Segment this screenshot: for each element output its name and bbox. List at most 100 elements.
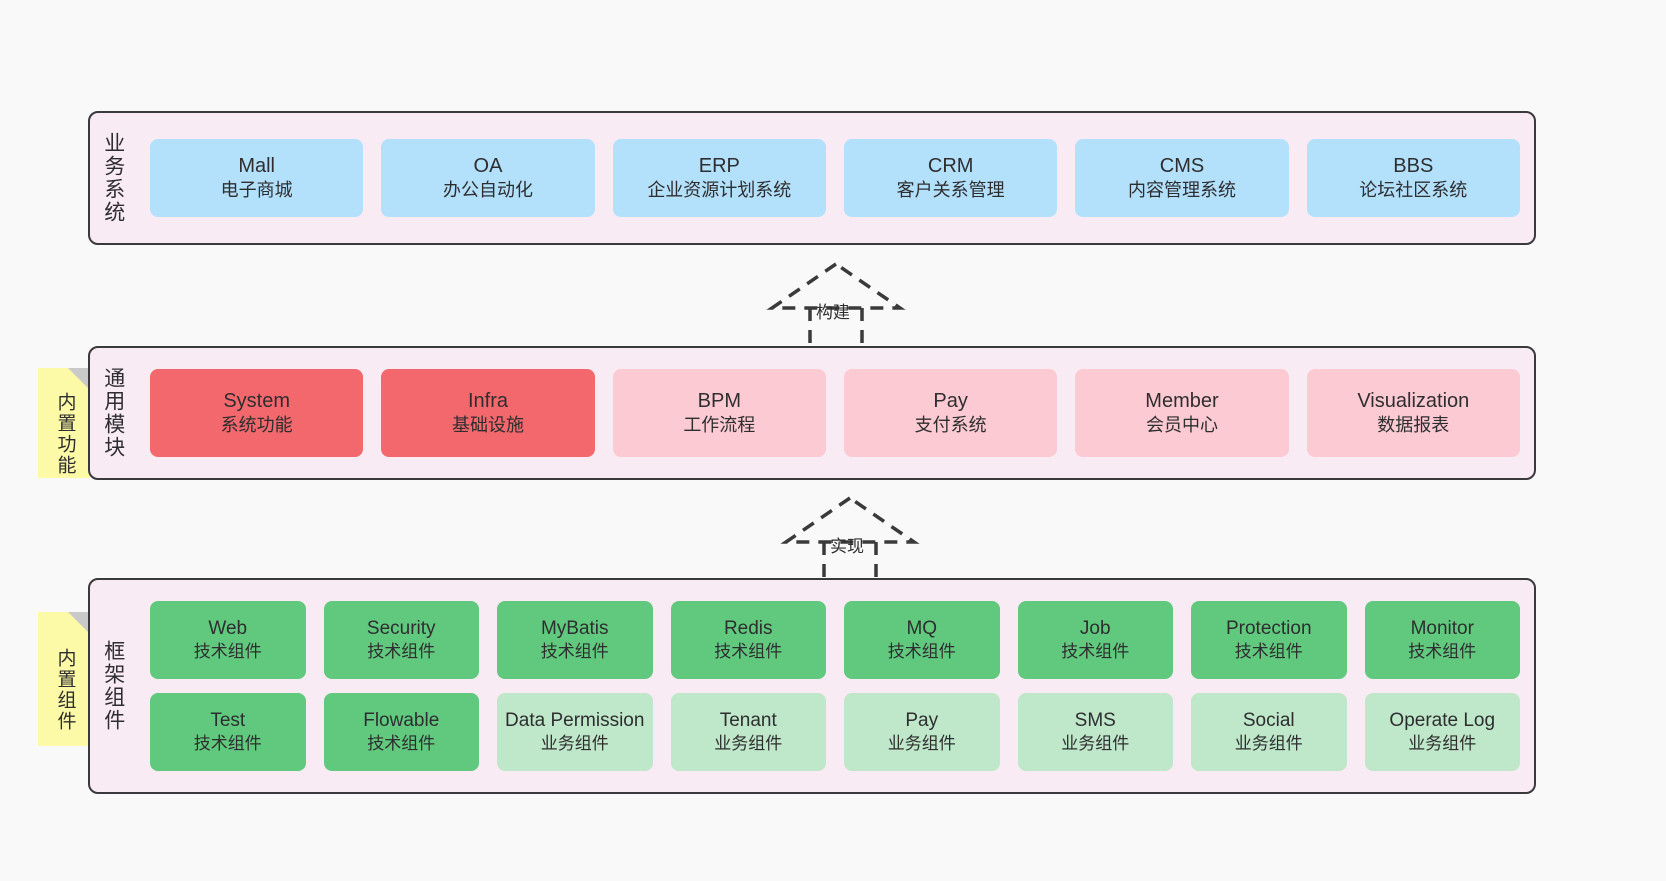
node-title: System xyxy=(223,389,290,412)
node-flowable[interactable]: Flowable 技术组件 xyxy=(323,693,479,771)
node-subtitle: 业务组件 xyxy=(540,734,609,754)
node-subtitle: 企业资源计划系统 xyxy=(647,180,792,201)
node-oa[interactable]: OA 办公自动化 xyxy=(381,139,595,217)
node-subtitle: 技术组件 xyxy=(887,642,956,662)
layer-label-business-systems: 业务系统 xyxy=(101,132,125,224)
node-title: Redis xyxy=(723,617,773,639)
node-title: Security xyxy=(366,617,436,639)
node-subtitle: 技术组件 xyxy=(1408,642,1477,662)
node-title: Job xyxy=(1079,617,1111,639)
node-infra[interactable]: Infra 基础设施 xyxy=(381,369,595,457)
node-subtitle: 支付系统 xyxy=(914,415,987,436)
node-member[interactable]: Member 会员中心 xyxy=(1075,369,1289,457)
layer-body-common-modules: System 系统功能 Infra 基础设施 BPM 工作流程 Pay 支付系统… xyxy=(136,348,1534,478)
node-title: Visualization xyxy=(1357,389,1470,412)
layer-body-framework-components: Web 技术组件 Security 技术组件 MyBatis 技术组件 Redi… xyxy=(136,580,1534,792)
node-title: Flowable xyxy=(363,709,440,731)
node-title: Mall xyxy=(238,154,275,177)
node-crm[interactable]: CRM 客户关系管理 xyxy=(843,139,1058,217)
layer-business-systems: 业务系统 Mall 电子商城 OA 办公自动化 ERP 企业资源计划系统 CRM… xyxy=(88,111,1536,245)
node-visualization[interactable]: Visualization 数据报表 xyxy=(1306,369,1520,457)
node-subtitle: 业务组件 xyxy=(887,734,956,754)
sticky-note-text: 内置功能 xyxy=(54,392,76,476)
connector-implement: 实现 xyxy=(762,492,942,584)
node-title: BBS xyxy=(1393,154,1434,177)
node-mybatis[interactable]: MyBatis 技术组件 xyxy=(497,601,653,679)
node-title: Data Permission xyxy=(505,709,645,731)
node-web[interactable]: Web 技术组件 xyxy=(150,601,306,679)
layer-body-business-systems: Mall 电子商城 OA 办公自动化 ERP 企业资源计划系统 CRM 客户关系… xyxy=(136,113,1534,243)
node-subtitle: 技术组件 xyxy=(367,734,436,754)
connector-implement-label: 实现 xyxy=(830,537,864,556)
node-title: BPM xyxy=(697,389,741,412)
node-subtitle: 电子商城 xyxy=(220,180,293,201)
node-bbs[interactable]: BBS 论坛社区系统 xyxy=(1306,139,1520,217)
node-subtitle: 数据报表 xyxy=(1377,415,1450,436)
connector-build: 构建 xyxy=(748,258,928,350)
node-test[interactable]: Test 技术组件 xyxy=(150,693,306,771)
node-subtitle: 工作流程 xyxy=(683,415,756,436)
node-title: SMS xyxy=(1074,709,1116,731)
node-protection[interactable]: Protection 技术组件 xyxy=(1191,601,1347,679)
node-title: OA xyxy=(473,154,503,177)
node-social[interactable]: Social 业务组件 xyxy=(1191,693,1347,771)
node-title: Protection xyxy=(1225,617,1312,639)
node-subtitle: 内容管理系统 xyxy=(1127,180,1236,201)
node-title: Test xyxy=(210,709,246,731)
node-subtitle: 办公自动化 xyxy=(442,180,533,201)
node-title: Social xyxy=(1242,709,1295,731)
node-redis[interactable]: Redis 技术组件 xyxy=(670,601,826,679)
framework-row-tech: Web 技术组件 Security 技术组件 MyBatis 技术组件 Redi… xyxy=(150,601,1520,679)
node-subtitle: 基础设施 xyxy=(451,415,524,436)
common-modules-row: System 系统功能 Infra 基础设施 BPM 工作流程 Pay 支付系统… xyxy=(150,369,1520,457)
node-title: Tenant xyxy=(719,709,777,731)
node-pay-component[interactable]: Pay 业务组件 xyxy=(844,693,1000,771)
node-subtitle: 业务组件 xyxy=(1408,734,1477,754)
node-mq[interactable]: MQ 技术组件 xyxy=(844,601,1000,679)
framework-row-business: Test 技术组件 Flowable 技术组件 Data Permission … xyxy=(150,693,1520,771)
node-title: Monitor xyxy=(1410,617,1474,639)
sticky-note-builtin-features: 内置功能 xyxy=(38,368,90,478)
node-cms[interactable]: CMS 内容管理系统 xyxy=(1075,139,1289,217)
node-erp[interactable]: ERP 企业资源计划系统 xyxy=(612,139,826,217)
node-pay[interactable]: Pay 支付系统 xyxy=(843,369,1058,457)
node-title: Pay xyxy=(933,389,968,412)
node-mall[interactable]: Mall 电子商城 xyxy=(150,139,364,217)
node-subtitle: 系统功能 xyxy=(220,415,293,436)
node-subtitle: 技术组件 xyxy=(367,642,436,662)
layer-label-framework-components: 框架组件 xyxy=(101,640,125,732)
layer-framework-components: 框架组件 Web 技术组件 Security 技术组件 MyBatis 技术组件… xyxy=(88,578,1536,794)
node-bpm[interactable]: BPM 工作流程 xyxy=(612,369,826,457)
layer-label-common-modules: 通用模块 xyxy=(101,367,125,459)
layer-common-modules: 通用模块 System 系统功能 Infra 基础设施 BPM 工作流程 Pay… xyxy=(88,346,1536,480)
node-sms[interactable]: SMS 业务组件 xyxy=(1017,693,1173,771)
node-title: ERP xyxy=(698,154,740,177)
node-title: MyBatis xyxy=(540,617,609,639)
business-systems-row: Mall 电子商城 OA 办公自动化 ERP 企业资源计划系统 CRM 客户关系… xyxy=(150,139,1520,217)
node-subtitle: 业务组件 xyxy=(1234,734,1303,754)
node-subtitle: 论坛社区系统 xyxy=(1359,180,1468,201)
node-title: Pay xyxy=(905,709,939,731)
node-subtitle: 业务组件 xyxy=(714,734,783,754)
node-title: Web xyxy=(208,617,248,639)
node-security[interactable]: Security 技术组件 xyxy=(323,601,479,679)
node-subtitle: 技术组件 xyxy=(540,642,609,662)
node-subtitle: 客户关系管理 xyxy=(896,180,1005,201)
node-title: CMS xyxy=(1159,154,1205,177)
node-subtitle: 技术组件 xyxy=(714,642,783,662)
node-title: Operate Log xyxy=(1389,709,1496,731)
node-subtitle: 会员中心 xyxy=(1145,415,1218,436)
node-title: Member xyxy=(1145,389,1219,412)
node-tenant[interactable]: Tenant 业务组件 xyxy=(670,693,826,771)
node-data-permission[interactable]: Data Permission 业务组件 xyxy=(497,693,653,771)
node-system[interactable]: System 系统功能 xyxy=(150,369,364,457)
node-title: MQ xyxy=(906,617,938,639)
node-job[interactable]: Job 技术组件 xyxy=(1017,601,1173,679)
node-operate-log[interactable]: Operate Log 业务组件 xyxy=(1364,693,1520,771)
node-subtitle: 技术组件 xyxy=(1234,642,1303,662)
node-title: Infra xyxy=(467,389,508,412)
connector-build-label: 构建 xyxy=(816,303,850,322)
node-subtitle: 技术组件 xyxy=(193,734,262,754)
node-monitor[interactable]: Monitor 技术组件 xyxy=(1364,601,1520,679)
